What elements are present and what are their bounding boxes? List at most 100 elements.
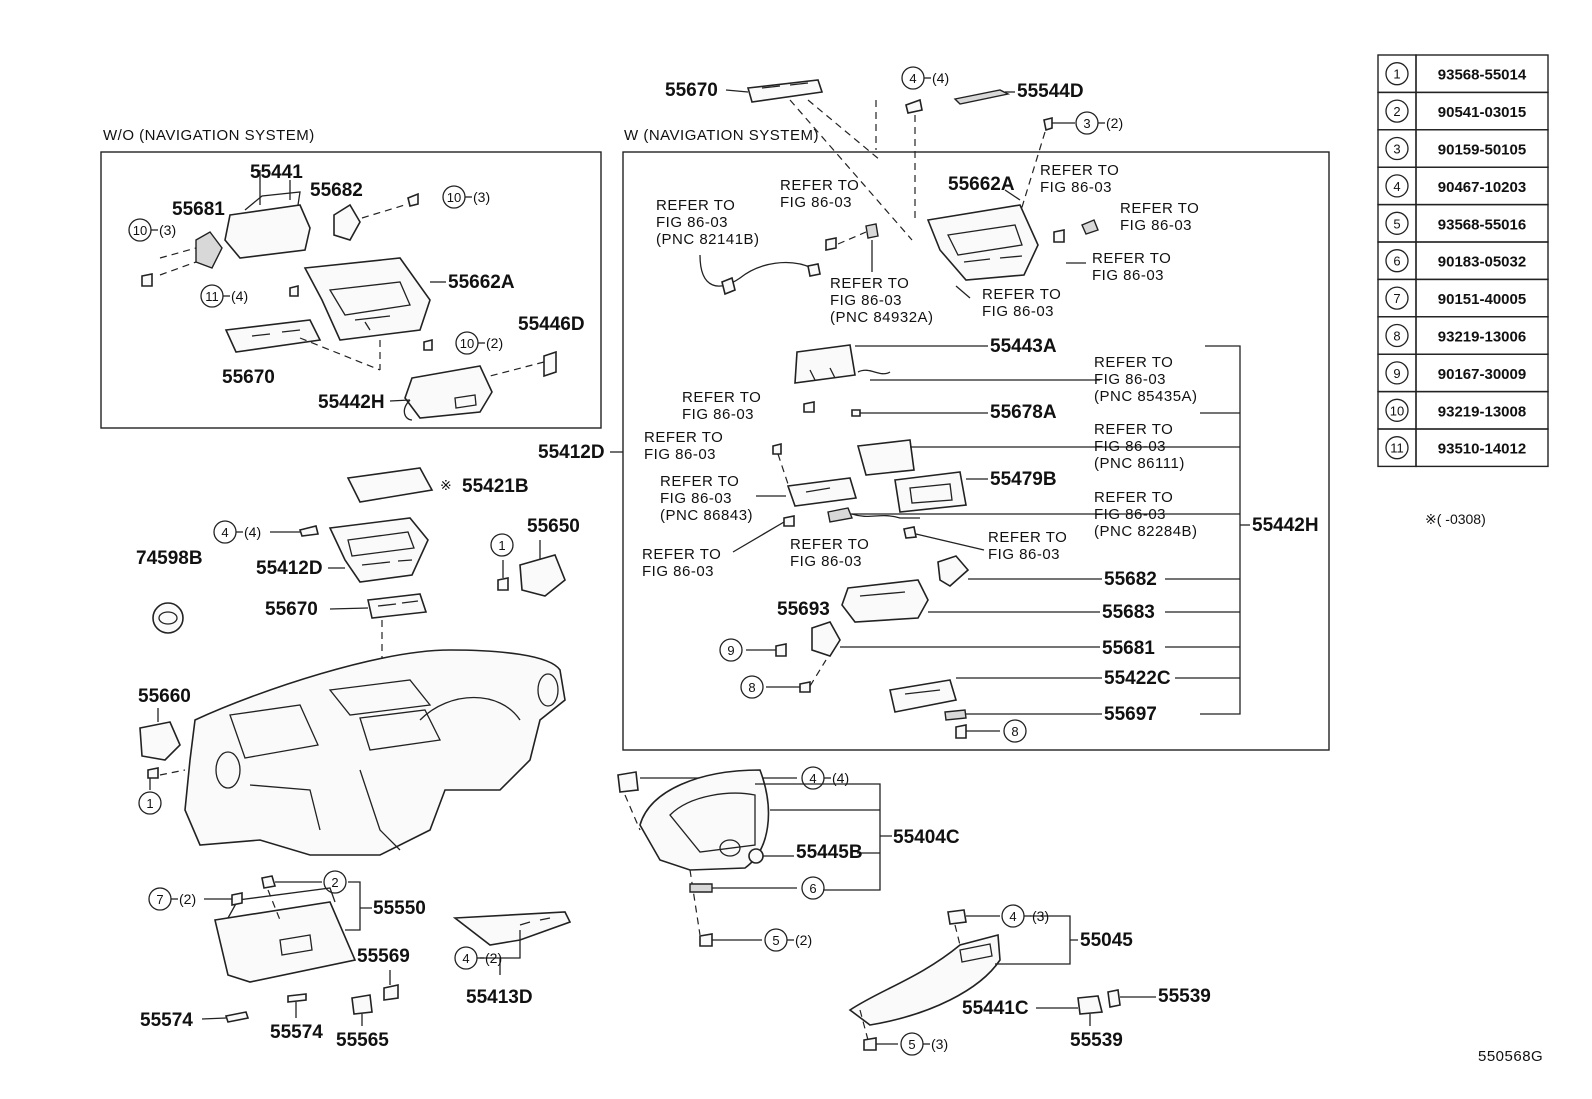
refer-to-text: FIG 86-03 [982, 303, 1054, 320]
refer-to-text: REFER TO [982, 286, 1061, 303]
callout-quantity: (3) [1032, 908, 1049, 924]
callout-number: 1 [146, 796, 153, 811]
asterisk-mark: ※ [440, 477, 452, 493]
callout-quantity: (2) [179, 891, 196, 907]
part-55670-top: 55670 [665, 80, 718, 101]
wo-nav-box [100, 151, 602, 429]
part-55662A-b: 55662A [948, 174, 1015, 195]
callout-quantity: (3) [473, 189, 490, 205]
legend-num-circle [1385, 174, 1409, 198]
legend-part-number: 90183-05032 [1438, 254, 1526, 271]
legend-part-number: 90467-10203 [1438, 179, 1526, 196]
part-55539-a: 55539 [1158, 986, 1211, 1007]
callout-number: 4 [909, 71, 916, 86]
callout-number: 3 [1083, 116, 1090, 131]
part-55574-b: 55574 [270, 1022, 323, 1043]
refer-to-text: FIG 86-03 [1092, 267, 1164, 284]
callout-quantity: (2) [485, 950, 502, 966]
refer-to-text: REFER TO [682, 389, 761, 406]
callout-circle [323, 870, 347, 894]
refer-to-text: FIG 86-03 [988, 546, 1060, 563]
part-55443A: 55443A [990, 336, 1057, 357]
part-55442H-r: 55442H [1252, 515, 1319, 536]
wo-nav-header: W/O (NAVIGATION SYSTEM) [103, 127, 315, 144]
part-55569: 55569 [357, 946, 410, 967]
legend-num: 5 [1393, 216, 1400, 231]
part-55544D: 55544D [1017, 81, 1084, 102]
legend-part-number: 90541-03015 [1438, 104, 1526, 121]
part-55650: 55650 [527, 516, 580, 537]
refer-to-text: REFER TO [1094, 354, 1173, 371]
callout-circle [740, 675, 764, 699]
part-55662A-a: 55662A [448, 272, 515, 293]
legend-num: 9 [1393, 366, 1400, 381]
part-55660: 55660 [138, 686, 191, 707]
callout-quantity: (3) [931, 1036, 948, 1052]
refer-to-text: FIG 86-03 [780, 194, 852, 211]
callout-number: 1 [498, 538, 505, 553]
refer-to-text: REFER TO [1120, 200, 1199, 217]
legend-num-circle [1385, 286, 1409, 310]
refer-to-text: FIG 86-03 [682, 406, 754, 423]
refer-to-text: FIG 86-03 [1094, 438, 1166, 455]
refer-to-text: (PNC 84932A) [830, 309, 934, 326]
callout-number: 6 [809, 881, 816, 896]
legend-num: 7 [1393, 291, 1400, 306]
legend-num: 1 [1393, 67, 1400, 82]
legend-num-circle [1385, 323, 1409, 348]
refer-to-text: FIG 86-03 [642, 563, 714, 580]
part-55574-a: 55574 [140, 1010, 193, 1031]
part-55445B: 55445B [796, 842, 863, 863]
refer-to-text: FIG 86-03 [1040, 179, 1112, 196]
callout-number: 10 [133, 223, 147, 238]
refer-to-text: (PNC 82141B) [656, 231, 760, 248]
refer-to-text: REFER TO [644, 429, 723, 446]
part-55413D: 55413D [466, 987, 533, 1008]
refer-to-text: FIG 86-03 [830, 292, 902, 309]
callout-number: 4 [809, 771, 816, 786]
callout-number: 4 [462, 951, 469, 966]
part-55441: 55441 [250, 162, 303, 183]
legend-part-number: 93568-55016 [1438, 216, 1526, 233]
w-nav-box [622, 151, 1330, 751]
callout-number: 9 [727, 643, 734, 658]
legend-num: 11 [1390, 441, 1404, 456]
callout-number: 8 [1011, 724, 1018, 739]
legend-part-number: 93510-14012 [1438, 441, 1526, 458]
refer-to-text: FIG 86-03 [656, 214, 728, 231]
legend-part-number: 90159-50105 [1438, 142, 1526, 159]
refer-to-text: REFER TO [830, 275, 909, 292]
callout-quantity: (2) [795, 932, 812, 948]
refer-to-text: FIG 86-03 [1120, 217, 1192, 234]
refer-to-text: REFER TO [642, 546, 721, 563]
legend-part-cell [1415, 428, 1549, 468]
part-55682-a: 55682 [310, 180, 363, 201]
callout-number: 10 [447, 190, 461, 205]
diagram-id: 550568G [1478, 1048, 1543, 1065]
refer-to-text: (PNC 85435A) [1094, 388, 1198, 405]
callout-circle [1003, 719, 1027, 743]
callout-circle [801, 876, 825, 900]
callout-quantity: (2) [1106, 115, 1123, 131]
legend-num-circle [1385, 249, 1409, 273]
legend-num: 10 [1390, 403, 1404, 418]
legend-num-circle [1385, 436, 1409, 460]
part-55550: 55550 [373, 898, 426, 919]
callout-quantity: (4) [832, 770, 849, 786]
legend-num: 8 [1393, 329, 1400, 344]
part-55565: 55565 [336, 1030, 389, 1051]
part-55682-b: 55682 [1104, 569, 1157, 590]
callout-number: 11 [205, 289, 219, 304]
part-55539-b: 55539 [1070, 1030, 1123, 1051]
callout-number: 2 [331, 875, 338, 890]
part-55446D: 55446D [518, 314, 585, 335]
legend-num: 3 [1393, 142, 1400, 157]
callout-number: 10 [460, 336, 474, 351]
callout-number: 4 [221, 525, 228, 540]
refer-to-text: REFER TO [656, 197, 735, 214]
footnote: ※( -0308) [1425, 511, 1486, 527]
refer-to-text: FIG 86-03 [644, 446, 716, 463]
part-55693: 55693 [777, 599, 830, 620]
